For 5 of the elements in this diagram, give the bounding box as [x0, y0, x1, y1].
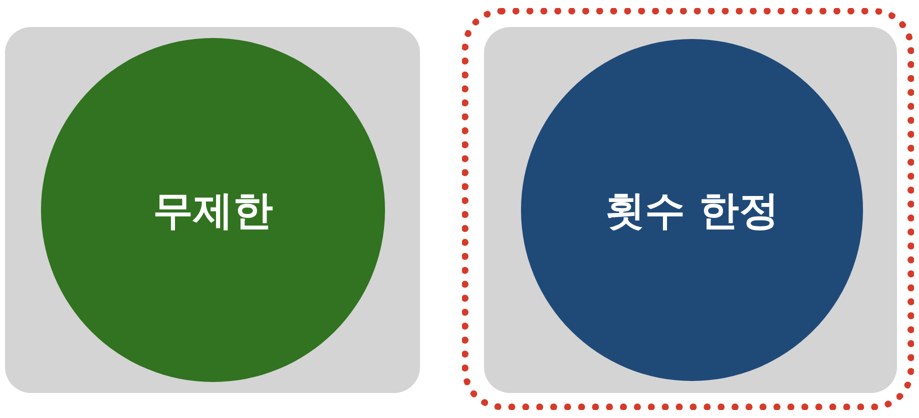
highlight-frame [462, 8, 914, 410]
node-label: 횟수 한정 [605, 186, 779, 236]
panel-background [484, 27, 897, 393]
panel-background [5, 27, 420, 393]
node-label: 무제한 [153, 186, 273, 236]
